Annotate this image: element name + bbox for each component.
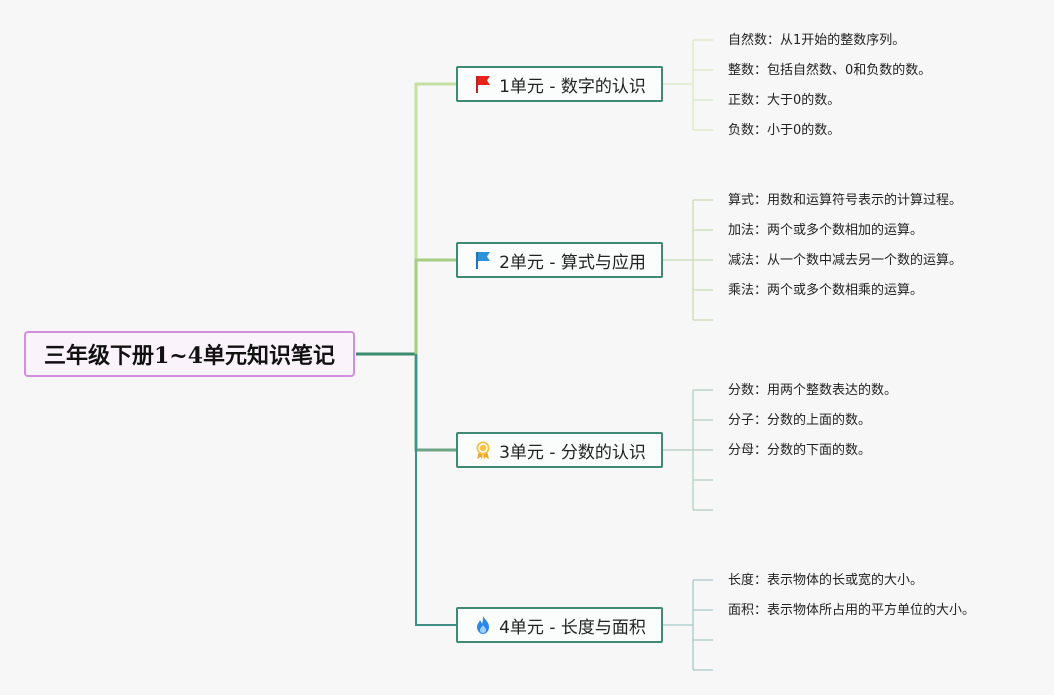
flame-icon xyxy=(473,615,493,635)
unit-4-note-2[interactable]: 面积：表示物体所占用的平方单位的大小。 xyxy=(728,603,976,618)
unit-2-note-4[interactable]: 乘法：两个或多个数相乘的运算。 xyxy=(728,283,924,298)
unit-2-note-1[interactable]: 算式：用数和运算符号表示的计算过程。 xyxy=(728,193,963,208)
unit-3-label: 3单元 - 分数的认识 xyxy=(499,442,646,463)
unit-3-note-2[interactable]: 分子：分数的上面的数。 xyxy=(728,413,872,428)
red-flag-icon xyxy=(473,74,493,94)
unit-4-label: 4单元 - 长度与面积 xyxy=(499,617,646,638)
unit-3-note-3[interactable]: 分母：分数的下面的数。 xyxy=(728,443,872,458)
unit-3-note-1[interactable]: 分数：用两个整数表达的数。 xyxy=(728,383,898,398)
blue-flag-icon xyxy=(473,250,493,270)
unit-1-note-2[interactable]: 整数：包括自然数、0和负数的数。 xyxy=(728,63,932,78)
root-topic[interactable]: 三年级下册1~4单元知识笔记 xyxy=(24,331,355,377)
unit-2-topic[interactable]: 2单元 - 算式与应用 xyxy=(456,242,663,278)
unit-1-label: 1单元 - 数字的认识 xyxy=(499,76,646,97)
unit-1-topic[interactable]: 1单元 - 数字的认识 xyxy=(456,66,663,102)
root-title: 三年级下册1~4单元知识笔记 xyxy=(43,343,336,369)
unit-1-note-1[interactable]: 自然数：从1开始的整数序列。 xyxy=(728,33,906,48)
unit-2-label: 2单元 - 算式与应用 xyxy=(499,252,646,273)
award-ribbon-icon xyxy=(473,440,493,460)
unit-2-note-3[interactable]: 减法：从一个数中减去另一个数的运算。 xyxy=(728,253,963,268)
unit-1-note-3[interactable]: 正数：大于0的数。 xyxy=(728,93,841,108)
unit-4-topic[interactable]: 4单元 - 长度与面积 xyxy=(456,607,663,643)
unit-4-note-1[interactable]: 长度：表示物体的长或宽的大小。 xyxy=(728,573,924,588)
unit-2-note-2[interactable]: 加法：两个或多个数相加的运算。 xyxy=(728,223,924,238)
unit-3-topic[interactable]: 3单元 - 分数的认识 xyxy=(456,432,663,468)
unit-1-note-4[interactable]: 负数：小于0的数。 xyxy=(728,123,841,138)
